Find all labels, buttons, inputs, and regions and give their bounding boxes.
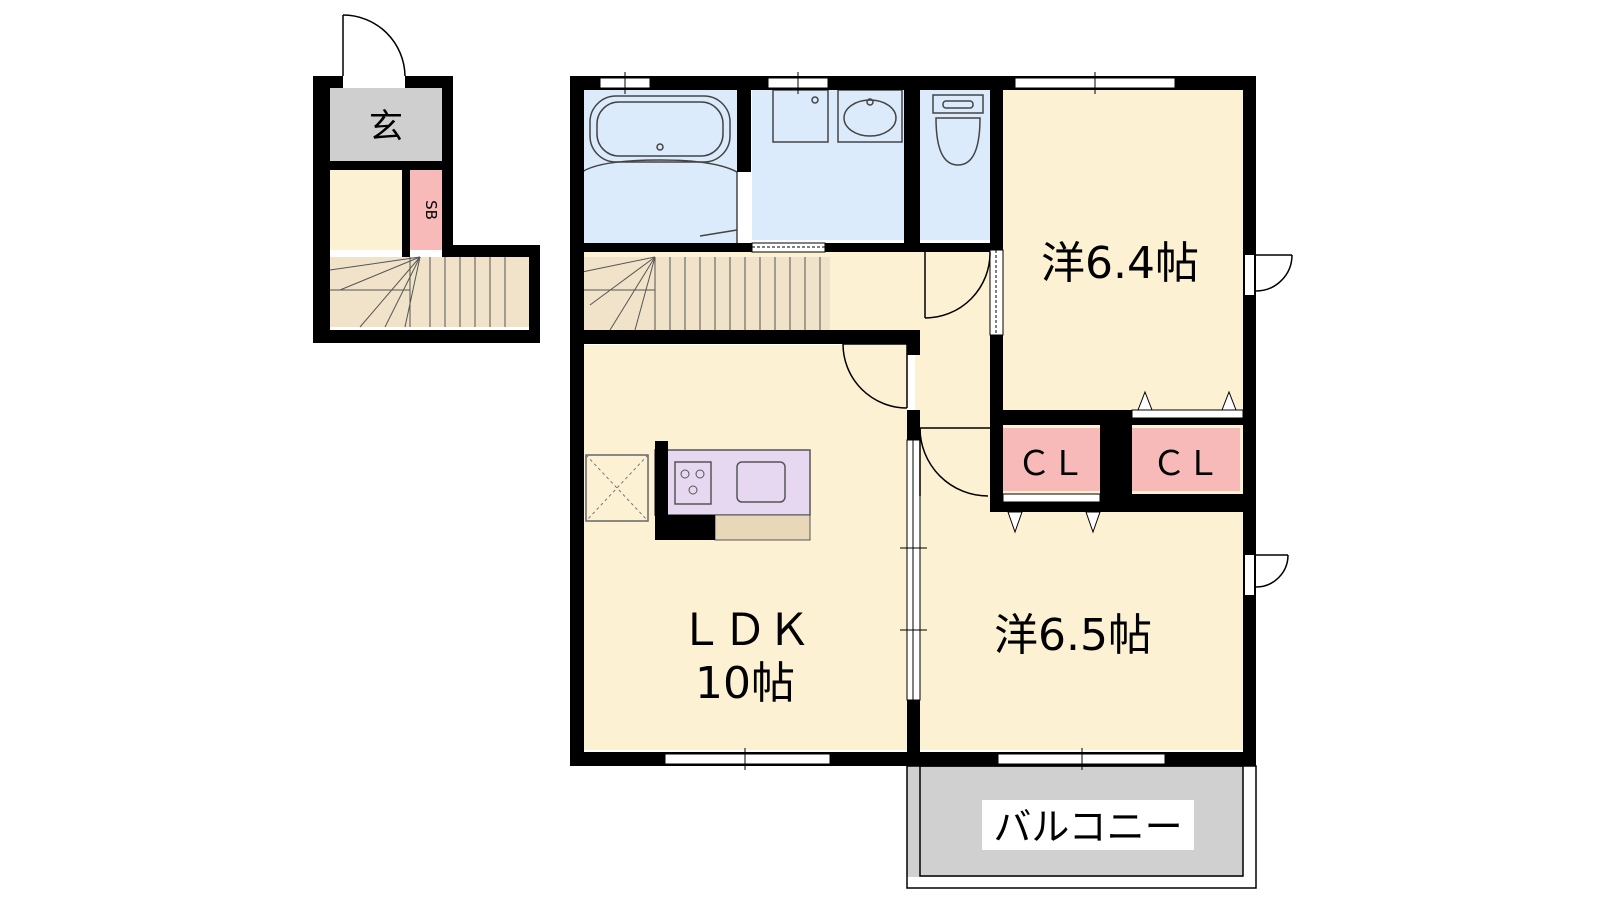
entrance-hall-floor [330,170,410,250]
closet-2 [1132,428,1240,491]
entrance-door-icon [342,14,406,77]
ldk-size-label: 10帖 [695,658,795,709]
entrance-label: 玄 [369,107,403,147]
balcony-label: バルコニー [993,805,1182,849]
shoe-box-label: SB [422,200,440,220]
window [1245,255,1254,295]
corridor-floor [915,250,990,420]
closet-1 [1003,428,1100,491]
balcony-label-bg [982,800,1194,850]
kitchen [585,441,811,541]
entrance-walls [313,76,540,343]
counter-extension [714,514,811,541]
kitchen-sink-icon [736,461,786,503]
bedroom-south-door-icon [919,427,990,497]
kitchen-counter [654,449,811,516]
closet-2-label: ＣＬ [1152,444,1220,484]
toilet-icon [932,94,984,166]
entrance-stair-lines [329,256,506,328]
bedroom-north-label: 洋6.4帖 [1041,238,1199,289]
ldk-door-icon [842,343,908,409]
sliding-door [900,439,927,701]
stove-icon [674,461,712,505]
sliding-door [989,249,1004,336]
sliding-door [751,242,826,253]
closet-doors [1002,390,1244,534]
burner-icon [688,485,698,495]
door-swings [842,251,1293,588]
entrance-block: 玄 SB [313,14,540,343]
bathtub-icon [581,95,738,243]
ldk-label: ＬＤＫ [679,605,811,656]
burner-icon [695,469,705,479]
toilet-door-icon [924,251,991,319]
stair-floor [582,257,830,330]
bedroom-north-window-door-icon [1255,254,1293,292]
entrance-floor [330,88,442,161]
fridge-space [585,454,649,522]
main-stair-lines [581,256,821,331]
balcony-outline [906,765,1257,889]
windows [599,72,1254,770]
kitchen-wall-block [655,515,715,540]
shoe-box [410,170,442,250]
window [1245,555,1254,595]
window [664,753,831,765]
closet-1-label: ＣＬ [1017,444,1085,484]
bedroom-south-window-door-icon [1255,554,1289,588]
bathroom-floor [582,90,737,243]
ldk-floor [582,345,907,750]
bedroom-north-floor [1000,90,1243,410]
bedroom-south-label: 洋6.5帖 [994,610,1152,661]
burner-icon [680,469,690,479]
